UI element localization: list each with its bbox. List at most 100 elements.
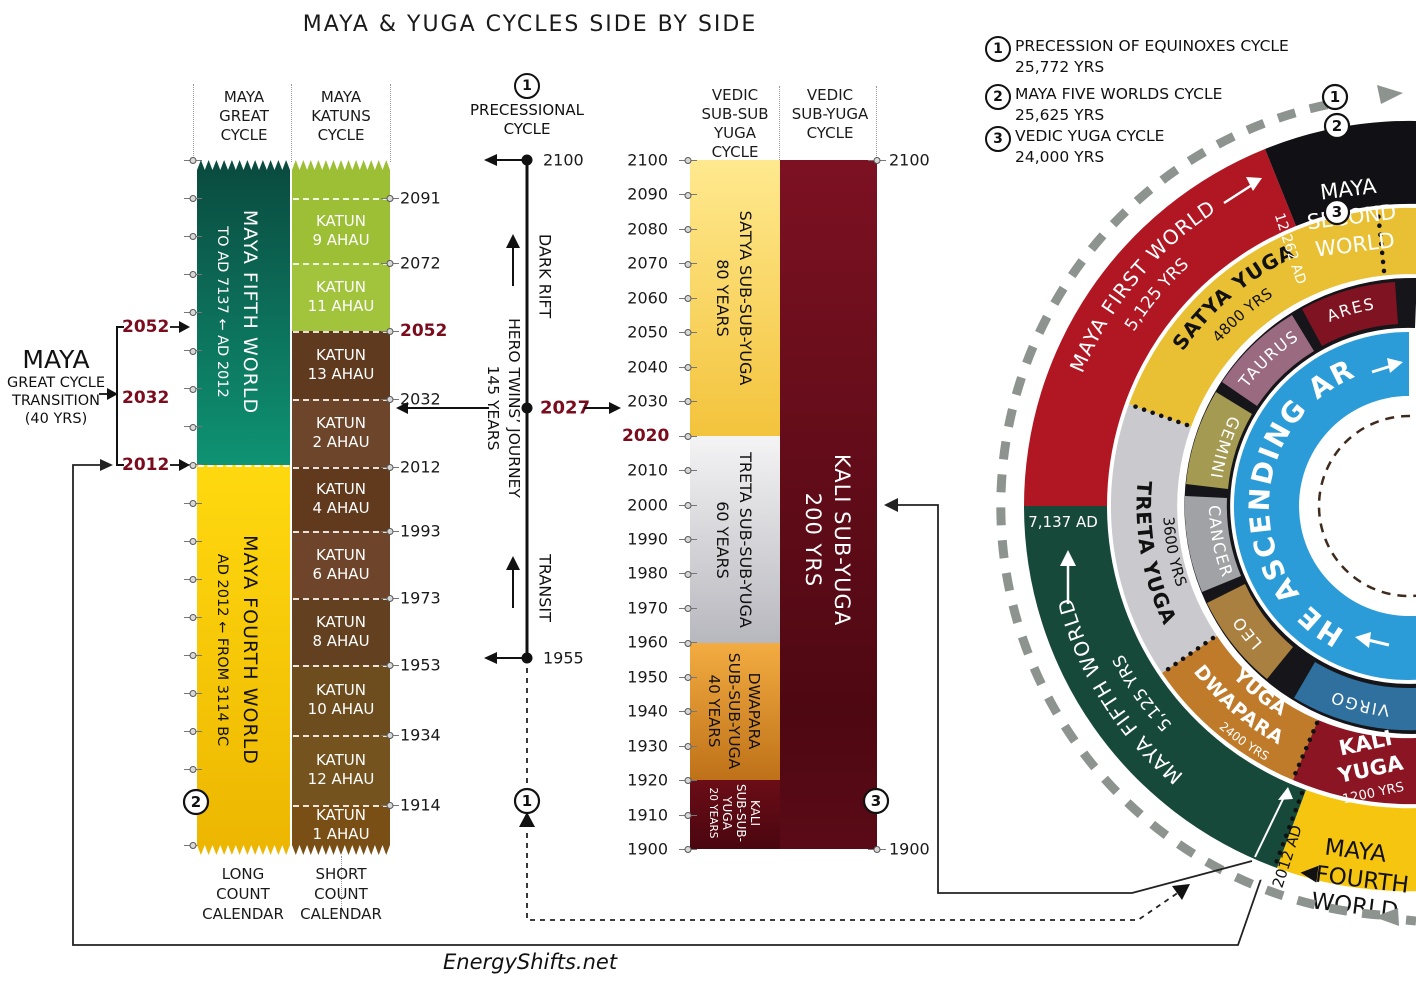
up-arrowhead-icon bbox=[506, 234, 520, 248]
long-count-connector bbox=[72, 464, 1263, 946]
svg-text:1: 1 bbox=[522, 792, 532, 810]
svg-text:1: 1 bbox=[1330, 88, 1340, 106]
tick-mark bbox=[184, 845, 202, 847]
vedic-year-label: 2040 bbox=[627, 357, 668, 377]
vedic-year-label: 2000 bbox=[627, 495, 668, 514]
katun-brown-block bbox=[292, 665, 390, 735]
tick-mark bbox=[679, 814, 697, 816]
tick-mark bbox=[679, 332, 697, 334]
vedic-year-label: 1900 bbox=[627, 839, 668, 859]
legend-years: 24,000 YRS bbox=[1015, 148, 1105, 166]
tick-mark bbox=[679, 228, 697, 230]
white-connector bbox=[1254, 796, 1285, 858]
year-label-2052: 2052 bbox=[400, 321, 448, 341]
precession-year-2100: 2100 bbox=[543, 150, 584, 170]
vedic-year-label: 1920 bbox=[627, 770, 668, 790]
year-label: 1973 bbox=[400, 588, 441, 608]
arc-dash bbox=[1405, 915, 1416, 926]
year-label: 1953 bbox=[400, 655, 441, 675]
white-arrowhead-icon bbox=[1254, 866, 1270, 881]
vedic-year-label: 1950 bbox=[627, 667, 668, 687]
dwapara-yuga-arc bbox=[1162, 636, 1318, 780]
maya-fourth-world-bar bbox=[197, 465, 290, 845]
tick-mark bbox=[679, 470, 697, 472]
transition-annotation: MAYA GREAT CYCLE TRANSITION (40 YRS) bbox=[6, 345, 106, 427]
arc-arrow-bottom-icon bbox=[1374, 908, 1399, 926]
tick-mark bbox=[679, 160, 697, 161]
kali-subyuga-bar bbox=[780, 160, 877, 849]
transition-bracket bbox=[116, 326, 124, 466]
legend-item-maya-worlds: 2 MAYA FIVE WORLDS CYCLE 25,625 YRS bbox=[985, 84, 1222, 124]
year-label: 2100 bbox=[889, 150, 930, 170]
up-arrowhead-icon bbox=[506, 556, 520, 570]
tick-mark bbox=[679, 297, 697, 299]
tick-mark bbox=[679, 263, 697, 265]
tick-mark bbox=[679, 607, 697, 609]
guide-line bbox=[193, 84, 194, 162]
katun-brown-block bbox=[292, 399, 390, 467]
katun-label: KATUN 4 AHAU bbox=[312, 480, 370, 517]
vedic-year-label: 2060 bbox=[627, 288, 668, 308]
tick-mark bbox=[184, 616, 202, 618]
fifth-world-date: 7,137 AD bbox=[1028, 513, 1098, 531]
legend-item-vedic-yuga: 3 VEDIC YUGA CYCLE 24,000 YRS bbox=[985, 126, 1164, 166]
tick-mark bbox=[679, 366, 697, 368]
tick-mark bbox=[679, 642, 697, 644]
legend-label: PRECESSION OF EQUINOXES CYCLE bbox=[1015, 37, 1289, 55]
tick-mark bbox=[184, 388, 202, 390]
tick-mark bbox=[679, 711, 697, 713]
maya-fourth-world-arc bbox=[1277, 790, 1416, 892]
arrowhead-icon bbox=[484, 154, 497, 166]
svg-text:3: 3 bbox=[871, 792, 881, 810]
legend-number-2-icon: 2 bbox=[985, 84, 1011, 110]
year-label: 1914 bbox=[400, 795, 441, 815]
transition-year-2012: 2012 bbox=[122, 455, 170, 475]
site-credit: EnergyShifts.net bbox=[443, 950, 618, 974]
katun-brown-block bbox=[292, 331, 390, 399]
katun-label: KATUN 9 AHAU bbox=[312, 211, 370, 249]
katun-label: KATUN 12 AHAU bbox=[307, 751, 375, 788]
zigzag-edge bbox=[197, 160, 290, 174]
tick-mark bbox=[184, 350, 202, 352]
divider bbox=[198, 465, 289, 467]
legend-label: MAYA FIVE WORLDS CYCLE bbox=[1015, 85, 1223, 103]
year-label: 1900 bbox=[889, 839, 930, 859]
tick-mark bbox=[184, 236, 202, 238]
vedic-year-label: 2090 bbox=[627, 184, 668, 204]
tick-mark bbox=[679, 538, 697, 540]
vedic-year-label: 1940 bbox=[627, 701, 668, 721]
legend-number-1-icon: 1 bbox=[985, 36, 1011, 62]
tick-mark bbox=[184, 768, 202, 770]
katun-label: KATUN 8 AHAU bbox=[312, 612, 370, 650]
maya-great-cycle-header: MAYA GREAT CYCLE bbox=[219, 88, 269, 144]
year-label: 2091 bbox=[400, 188, 441, 208]
precession-dashed-arc bbox=[996, 99, 1381, 920]
vedic-year-label: 2080 bbox=[627, 219, 668, 239]
tick-mark bbox=[679, 435, 697, 437]
katun-brown-block bbox=[292, 735, 390, 805]
legend-item-precession: 1 PRECESSION OF EQUINOXES CYCLE 25,772 Y… bbox=[985, 36, 1289, 76]
tick-mark bbox=[184, 274, 202, 276]
maya-second-world-arc bbox=[1265, 120, 1416, 226]
number-badges: 1 2 3 1 2 3 bbox=[182, 83, 1351, 816]
dwapara-subsub-bar bbox=[690, 643, 780, 780]
inner-circle bbox=[1299, 396, 1416, 616]
arrowhead-icon bbox=[884, 498, 898, 512]
year-label: 2032 bbox=[400, 389, 441, 409]
tick-mark bbox=[184, 160, 202, 161]
year-label: 1993 bbox=[400, 521, 441, 541]
legend-years: 25,772 YRS bbox=[1015, 58, 1105, 76]
vedic-year-label: 1960 bbox=[627, 632, 668, 652]
svg-text:2: 2 bbox=[191, 793, 201, 811]
zigzag-edge bbox=[292, 160, 390, 174]
precession-year-1955: 1955 bbox=[543, 648, 584, 668]
katun-green-block bbox=[292, 170, 390, 263]
page-title: MAYA & YUGA CYCLES SIDE BY SIDE bbox=[302, 12, 758, 37]
legend-number-3-icon: 3 bbox=[985, 126, 1011, 152]
ascending-arc-arrows bbox=[1355, 358, 1403, 648]
inner-dashed-circle bbox=[1317, 414, 1416, 598]
guide-line bbox=[341, 856, 342, 916]
zigzag-edge bbox=[292, 841, 390, 855]
vedic-year-label: 1930 bbox=[627, 736, 668, 756]
